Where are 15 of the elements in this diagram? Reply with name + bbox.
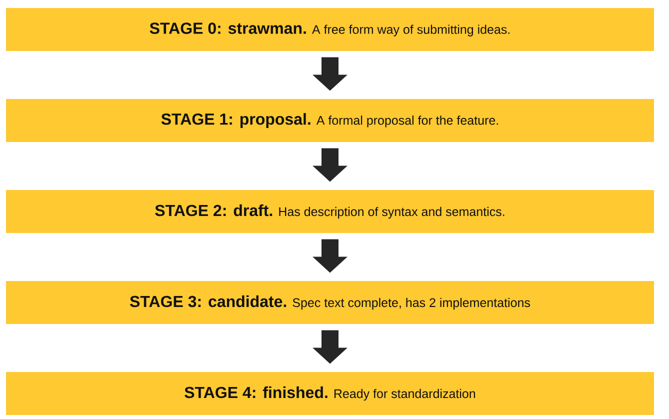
stage-heading: STAGE 3: candidate. <box>130 295 286 308</box>
stage-description: A free form way of submitting ideas. <box>312 24 510 36</box>
stage-heading: STAGE 2: draft. <box>155 204 272 216</box>
stage-description: Spec text complete, has 2 implementations <box>292 298 530 310</box>
stage-heading: STAGE 4: finished. <box>184 386 328 398</box>
stage-box <box>6 372 654 415</box>
stage-box <box>6 281 654 324</box>
stage-heading: STAGE 1: proposal. <box>161 113 310 128</box>
stage-description: Ready for standardization <box>334 388 476 401</box>
stage-box <box>6 8 654 51</box>
stage-description: Has description of syntax and semantics. <box>279 206 504 219</box>
stage-box <box>6 99 654 142</box>
stage-description: A formal proposal for the feature. <box>316 116 498 128</box>
stage-heading: STAGE 0: strawman. <box>150 22 306 34</box>
stage-box <box>6 190 654 233</box>
